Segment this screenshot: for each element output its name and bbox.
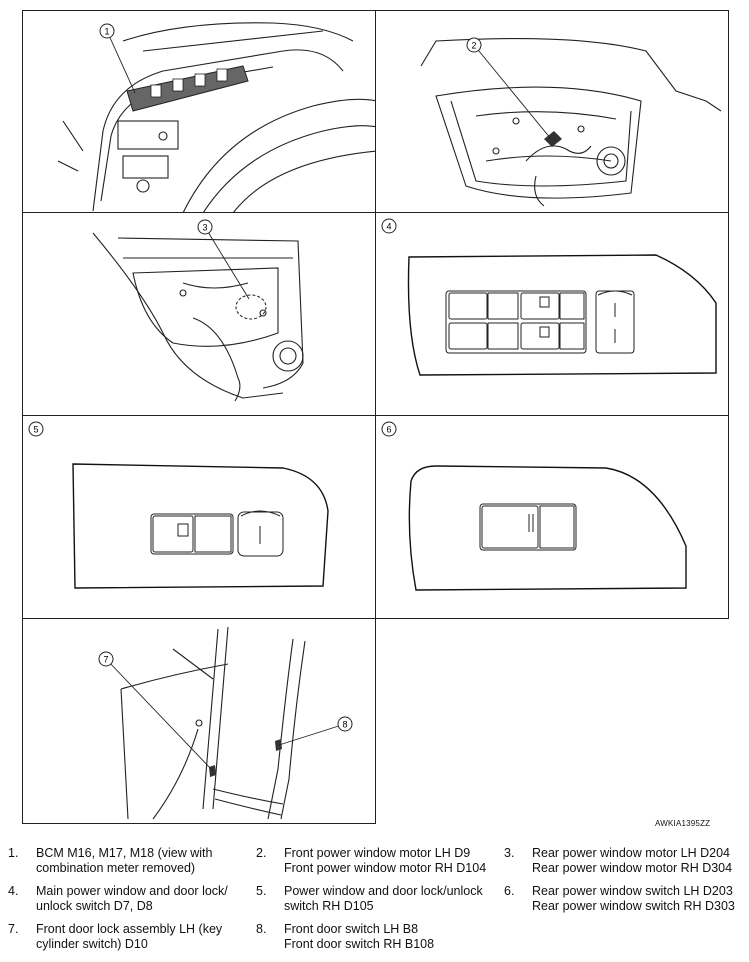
- rear-switch-illustration: 6: [381, 421, 687, 591]
- figure-code: AWKIA1395ZZ: [655, 819, 711, 828]
- legend-line: Power window and door lock/unlock: [284, 884, 483, 898]
- legend-line: combination meter removed): [36, 861, 196, 875]
- legend-line: switch RH D105: [284, 899, 374, 913]
- door-opening-illustration: 7 8: [98, 626, 353, 820]
- rear-door-illustration: 3: [92, 219, 304, 402]
- legend-line: unlock switch D7, D8: [36, 899, 153, 913]
- legend-num: 2.: [256, 846, 267, 860]
- panel-front-window-motor: 2: [375, 10, 729, 213]
- legend-num: 5.: [256, 884, 267, 898]
- rh-switch-illustration: 5: [28, 421, 329, 589]
- bcm-illustration: 1: [57, 22, 375, 212]
- main-switch-illustration: 4: [381, 218, 717, 376]
- legend-line: Rear power window motor RH D304: [532, 861, 733, 875]
- front-door-illustration: 2: [420, 37, 722, 207]
- callout-8: 8: [342, 720, 347, 730]
- callout-3: 3: [202, 223, 207, 233]
- callout-2: 2: [471, 41, 476, 51]
- legend-line: Front door lock assembly LH (key: [36, 922, 223, 936]
- legend-num: 6.: [504, 884, 515, 898]
- legend-line: Rear power window switch RH D303: [532, 899, 735, 913]
- callout-4: 4: [386, 222, 391, 232]
- legend-line: Front door switch LH B8: [284, 922, 419, 936]
- panel-door-lock-and-switch: 7 8: [22, 618, 376, 824]
- legend-line: Rear power window switch LH D203: [532, 884, 733, 898]
- legend-line: Main power window and door lock/: [36, 884, 228, 898]
- legend-line: Rear power window motor LH D204: [532, 846, 731, 860]
- legend-num: 7.: [8, 922, 19, 936]
- legend-line: Front door switch RH B108: [284, 937, 435, 951]
- legend-num: 4.: [8, 884, 19, 898]
- panel-rh-window-switch: 5: [22, 415, 376, 619]
- panel-rear-window-motor: 3: [22, 212, 376, 416]
- legend-num: 3.: [504, 846, 515, 860]
- legend-line: cylinder switch) D10: [36, 937, 148, 951]
- callout-5: 5: [33, 425, 38, 435]
- legend-line: Front power window motor RH D104: [284, 861, 487, 875]
- legend-line: Front power window motor LH D9: [284, 846, 471, 860]
- callout-6: 6: [386, 425, 391, 435]
- panel-bcm: 1: [22, 10, 376, 213]
- callout-1: 1: [104, 27, 109, 37]
- legend-line: BCM M16, M17, M18 (view with: [36, 846, 213, 860]
- legend-num: 1.: [8, 846, 19, 860]
- callout-7: 7: [103, 655, 108, 665]
- legend-num: 8.: [256, 922, 267, 936]
- panel-rear-window-switch: 6: [375, 415, 729, 619]
- panel-main-window-switch: 4: [375, 212, 729, 416]
